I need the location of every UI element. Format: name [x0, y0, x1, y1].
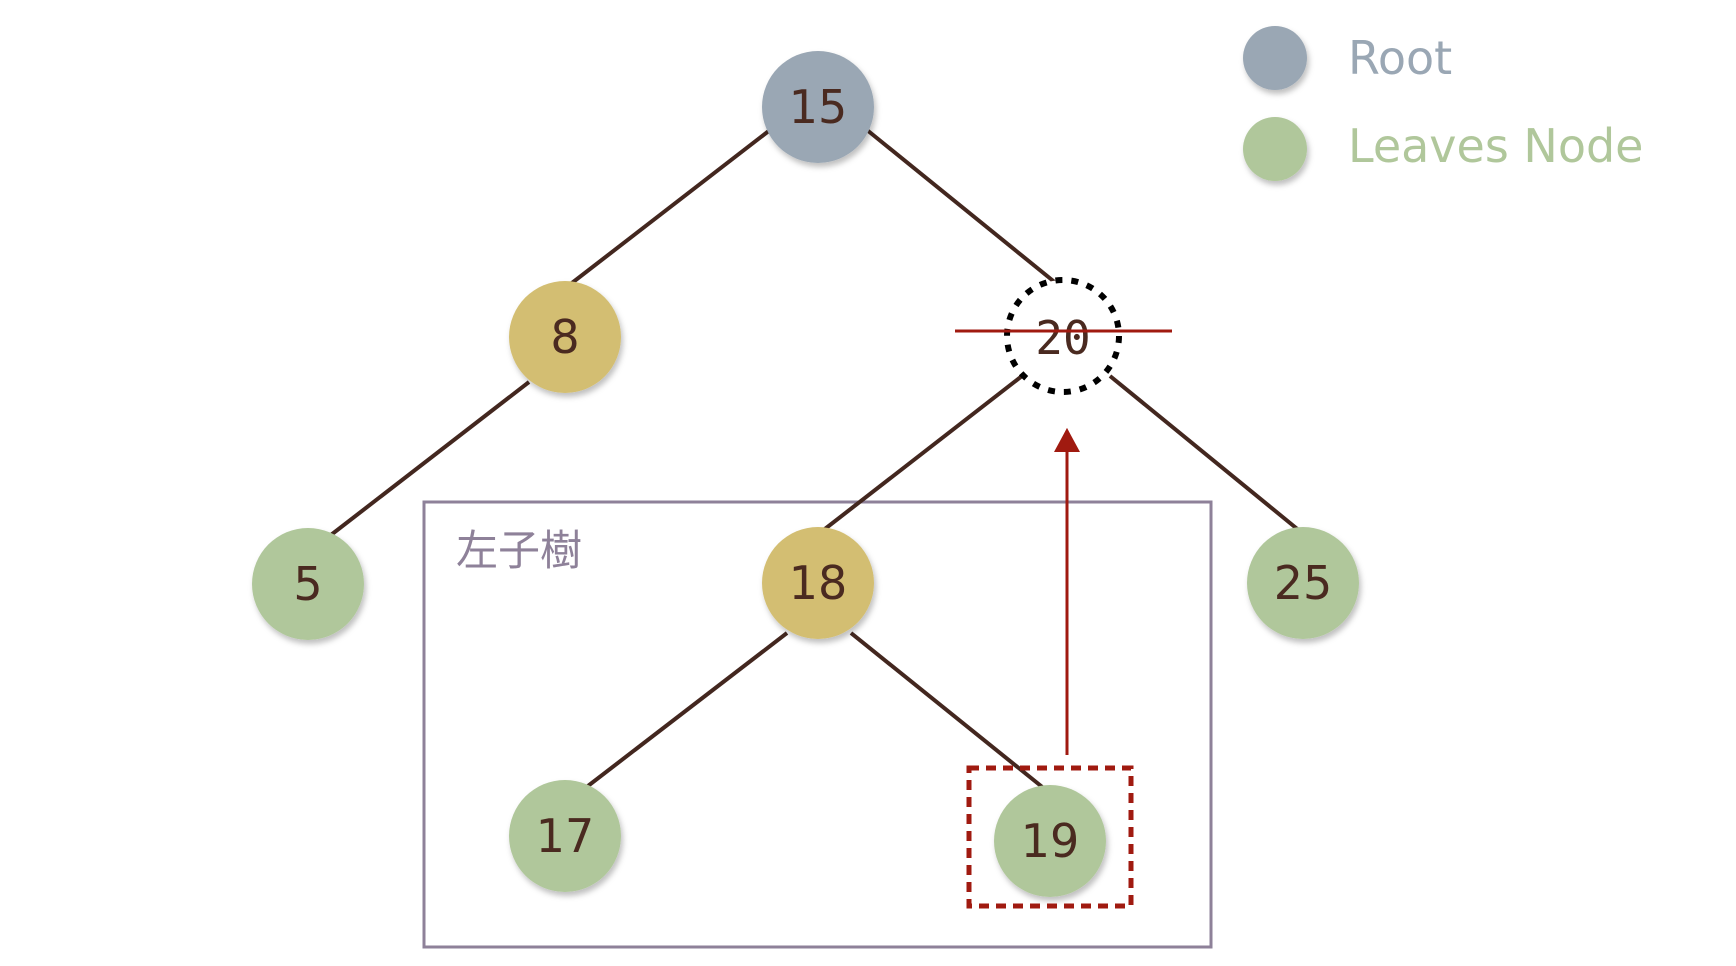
left-subtree-label: 左子樹 [456, 526, 582, 575]
legend: Root Leaves Node [1243, 26, 1643, 181]
edge-20-25 [1108, 374, 1303, 534]
edge-20-18 [819, 374, 1024, 534]
legend-item-leaves: Leaves Node [1243, 117, 1643, 181]
node-value: 15 [789, 80, 848, 134]
edge-15-8 [566, 128, 772, 288]
legend-label: Root [1348, 31, 1452, 85]
node-value: 20 [1035, 311, 1090, 365]
node-5: 5 [252, 528, 364, 640]
node-value: 5 [293, 557, 322, 611]
edge-18-19 [849, 631, 1048, 792]
legend-label: Leaves Node [1348, 119, 1643, 173]
node-17: 17 [509, 780, 621, 892]
edge-15-20 [865, 128, 1059, 286]
edge-18-17 [582, 631, 789, 791]
node-15: 15 [762, 51, 874, 163]
node-value: 19 [1021, 814, 1080, 868]
arrow-head-icon [1054, 428, 1080, 452]
left-subtree-box [422, 500, 1213, 949]
replacement-highlight-box [966, 765, 1134, 909]
node-18: 18 [762, 527, 874, 639]
edges [325, 128, 1303, 792]
node-value: 8 [550, 310, 579, 364]
node-20-deleted: 20 [955, 277, 1172, 395]
node-value: 25 [1274, 556, 1333, 610]
legend-item-root: Root [1243, 26, 1452, 90]
node-25: 25 [1247, 527, 1359, 639]
node-8: 8 [509, 281, 621, 393]
node-value: 17 [536, 809, 595, 863]
edge-8-5 [325, 380, 531, 540]
node-19: 19 [994, 785, 1106, 897]
node-value: 18 [789, 556, 848, 610]
